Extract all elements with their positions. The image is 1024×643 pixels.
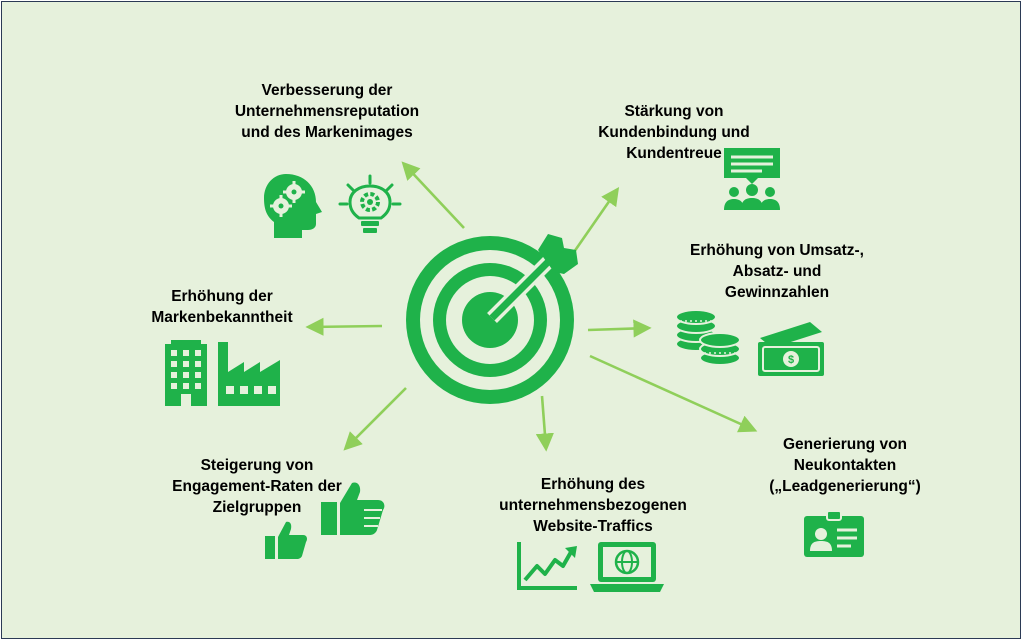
head-gears-icon xyxy=(264,174,322,238)
arrow-reputation xyxy=(401,161,465,229)
target-dart-icon xyxy=(406,234,578,404)
arrow-traffic xyxy=(535,395,554,452)
arrow-engagement xyxy=(343,387,407,451)
office-building-icon xyxy=(165,340,207,406)
arrow-loyalty xyxy=(572,187,620,253)
coin-stacks-icon xyxy=(675,309,741,366)
thumbs-up-small-icon xyxy=(265,521,307,559)
id-badge-icon xyxy=(804,510,864,557)
presentation-audience-icon xyxy=(724,148,780,210)
banknotes-icon: $ xyxy=(758,322,824,376)
trend-chart-icon xyxy=(517,542,577,590)
arrow-leads xyxy=(589,354,758,433)
laptop-globe-icon xyxy=(590,542,664,592)
svg-text:$: $ xyxy=(788,354,794,366)
arrow-awareness xyxy=(305,317,383,336)
lightbulb-gear-icon xyxy=(338,174,402,233)
arrow-revenue xyxy=(587,319,652,338)
factory-icon xyxy=(218,342,280,406)
thumbs-up-large-icon xyxy=(321,482,385,535)
